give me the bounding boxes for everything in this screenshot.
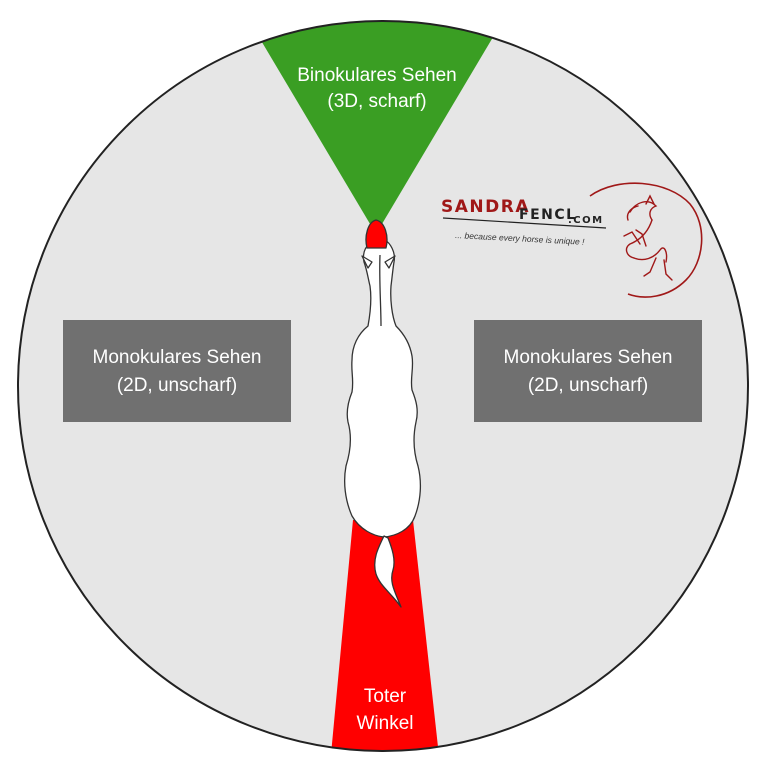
horse-top-view-icon [344,219,422,608]
logo-swoosh [589,182,703,298]
field-of-view-outline [17,20,749,752]
monocular-left-box [63,320,291,422]
monocular-left-line2: (2D, unscharf) [117,375,237,396]
blind-spot-zone [330,520,440,751]
rearing-horse-icon [623,194,673,281]
monocular-right-line2: (2D, unscharf) [528,375,648,396]
logo-brand-com: .COM [568,215,604,226]
logo-underline [442,217,607,229]
logo-brand-fencl: FENCL [519,207,577,223]
blind-spot-label-line2: Winkel [356,713,413,734]
monocular-right-box [474,320,702,422]
monocular-right-line1: Monokulares Sehen [504,347,673,368]
blind-spot-label-line1: Toter [364,686,407,707]
monocular-left-line1: Monokulares Sehen [93,347,262,368]
binocular-label-line2: (3D, scharf) [327,91,426,112]
binocular-label-line1: Binokulares Sehen [297,65,457,86]
logo-brand-sandra: SANDRA [441,197,530,217]
binocular-vision-zone [250,22,502,234]
